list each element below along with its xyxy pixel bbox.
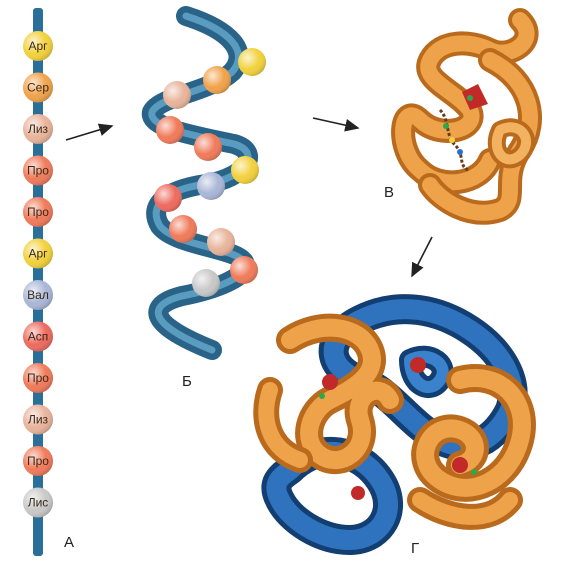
arrow-primary-to-secondary [65,123,114,141]
amino-acid-bead: Про [23,446,53,476]
amino-acid-label: Вал [27,288,49,302]
amino-acid-bead: Лис [23,487,53,518]
amino-acid-label: Лиз [28,122,49,136]
amino-acid-bead: Лиз [23,404,53,435]
heme-group [351,486,365,500]
amino-acid-bead: Вал [23,280,53,310]
amino-acid-bead: Асп [23,321,53,352]
amino-acid-bead: Про [23,197,53,227]
amino-acid-bead: Арг [23,238,53,269]
amino-acid-label: Арг [28,247,48,261]
amino-acid-label: Арг [28,39,48,53]
amino-acid-bead: Арг [23,31,53,61]
amino-acid-label: Лиз [28,413,49,427]
amino-acid-label: Про [27,164,49,178]
amino-acid-bead: Про [23,155,53,186]
amino-acid-label: Лис [28,496,49,510]
arrow-secondary-to-tertiary [312,117,360,132]
amino-acid-bead: Лиз [23,114,53,144]
amino-acid-label: Про [27,205,49,219]
amino-acid-label: Сер [27,81,49,95]
heme-group [322,374,338,390]
amino-acid-label: Асп [28,330,49,344]
arrow-tertiary-to-quaternary [411,236,433,278]
quaternary-structure: Г [253,294,536,557]
stage-label-primary: А [64,534,74,551]
amino-acid-label: Про [27,454,49,468]
heme-group [452,457,468,473]
heme-group [462,84,488,110]
helix-residues [154,48,266,297]
stage-label-tertiary: В [384,184,394,201]
amino-acid-bead: Сер [23,72,53,103]
helix-fragment [438,108,469,172]
secondary-structure: Б [141,6,266,390]
amino-acid-label: Про [27,371,49,385]
stage-label-secondary: Б [182,373,192,390]
heme-group [410,357,426,373]
amino-acid-bead: Про [23,363,53,393]
stage-label-quaternary: Г [411,540,419,557]
tertiary-structure: В [384,8,542,225]
